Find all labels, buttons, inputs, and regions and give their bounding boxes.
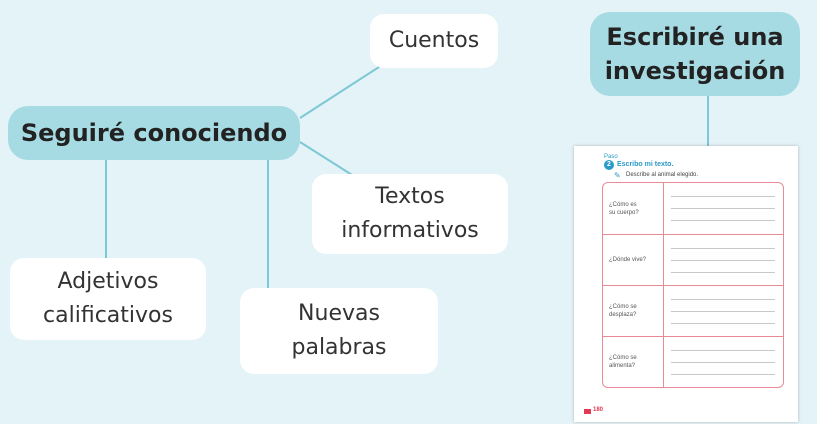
worksheet-question: ¿Dónde vive? (609, 257, 647, 263)
worksheet-writing-line (671, 299, 775, 300)
branch-textos-informativos-label: Textos informativos (341, 184, 479, 243)
worksheet-page-number: 180 (593, 407, 604, 413)
main-concept-label: Seguiré conociendo (20, 119, 288, 147)
branch-nuevas-palabras-label: Nuevas palabras (291, 301, 387, 360)
worksheet-row: ¿Dónde vive? (603, 234, 783, 285)
worksheet-writing-line (671, 323, 775, 324)
branch-adjetivos-calificativos-label: Adjetivos calificativos (43, 269, 173, 328)
worksheet-question-table: ¿Cómo es su cuerpo? ¿Dónde vive? ¿Cómo s… (602, 182, 784, 388)
worksheet-question: ¿Cómo se alimenta? (609, 355, 637, 369)
connector-textos-informativos (299, 141, 361, 181)
worksheet-step-title: Escribo mi texto. (617, 161, 674, 168)
worksheet-step-header: Paso (604, 154, 618, 160)
worksheet-column-divider (663, 183, 664, 234)
worksheet-writing-line (671, 362, 775, 363)
branch-adjetivos-calificativos: Adjetivos calificativos (10, 258, 206, 340)
worksheet-step-number: 2 (604, 160, 614, 170)
worksheet-thumbnail: Paso 2 Escribo mi texto. ✎ Describe al a… (574, 146, 798, 422)
worksheet-question: ¿Cómo es su cuerpo? (609, 201, 639, 216)
worksheet-row: ¿Cómo se desplaza? (603, 285, 783, 336)
main-concept-node: Seguiré conociendo (8, 106, 300, 160)
worksheet-question: ¿Cómo se desplaza? (609, 304, 637, 318)
worksheet-writing-line (671, 220, 775, 221)
worksheet-row: ¿Cómo es su cuerpo? (603, 183, 783, 234)
worksheet-column-divider (663, 286, 664, 336)
worksheet-writing-line (671, 350, 775, 351)
branch-cuentos: Cuentos (370, 14, 498, 68)
branch-nuevas-palabras: Nuevas palabras (240, 288, 438, 374)
worksheet-instruction: Describe al animal elegido. (626, 172, 699, 178)
worksheet-writing-line (671, 208, 775, 209)
pencil-icon: ✎ (614, 171, 621, 180)
worksheet-column-divider (663, 235, 664, 285)
worksheet-column-divider (663, 337, 664, 387)
worksheet-writing-line (671, 248, 775, 249)
worksheet-writing-line (671, 272, 775, 273)
worksheet-writing-line (671, 196, 775, 197)
page-number-marker (584, 409, 591, 414)
investigation-node: Escribiré una investigación (590, 12, 800, 96)
worksheet-row: ¿Cómo se alimenta? (603, 336, 783, 387)
worksheet-writing-line (671, 374, 775, 375)
branch-cuentos-label: Cuentos (388, 28, 480, 53)
branch-textos-informativos: Textos informativos (312, 174, 508, 254)
worksheet-writing-line (671, 260, 775, 261)
investigation-label: Escribiré una investigación (604, 23, 786, 85)
worksheet-writing-line (671, 311, 775, 312)
